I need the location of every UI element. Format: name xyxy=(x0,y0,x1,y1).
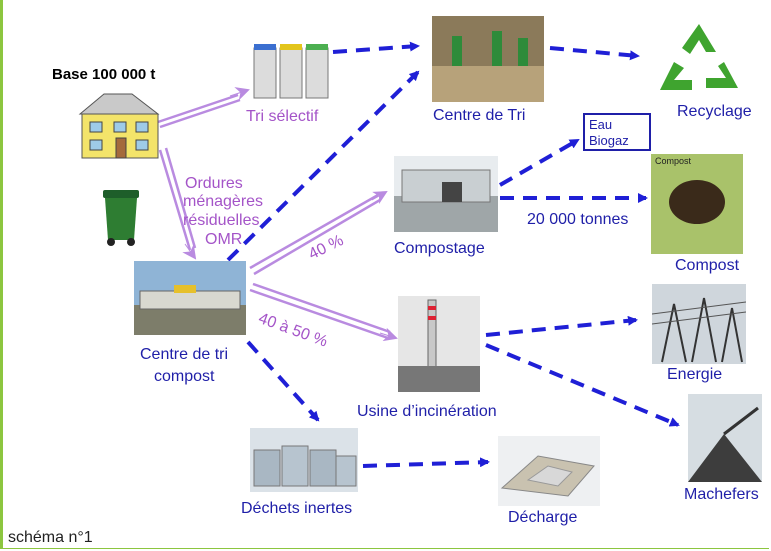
sorting-bins-icon xyxy=(253,44,329,99)
machefers-photo xyxy=(688,394,762,482)
centre-compost-label-2: compost xyxy=(154,368,215,385)
arrow-to-dechets-inertes xyxy=(246,340,320,422)
arrow-to-compostage xyxy=(249,193,379,270)
caption: schéma n°1 xyxy=(8,529,93,546)
dechets-inertes-label: Déchets inertes xyxy=(241,500,353,517)
centre-compost-label-1: Centre de tri xyxy=(140,346,229,363)
purple-arrows xyxy=(157,93,391,340)
centre-tri-label: Centre de Tri xyxy=(433,107,526,124)
omr-line-3: résiduelles xyxy=(183,212,260,229)
omr-label: Ordures xyxy=(185,174,243,193)
decharge-photo xyxy=(498,436,600,506)
eau-biogaz-box: Eau Biogaz xyxy=(583,113,651,151)
usine-photo xyxy=(398,296,480,392)
compost-photo: Compost xyxy=(651,154,743,254)
arrow-centre-tri-to-recyclage xyxy=(549,46,640,61)
machefers-label: Machefers xyxy=(684,486,759,503)
green-bin-icon xyxy=(103,190,139,246)
recyclage-label: Recyclage xyxy=(677,103,752,120)
decharge-label: Décharge xyxy=(508,509,578,526)
house-illustration xyxy=(78,93,160,159)
biogaz-label: Biogaz xyxy=(589,133,629,148)
energie-photo xyxy=(652,284,746,364)
compostage-label: Compostage xyxy=(394,240,485,257)
blue-dashed-arrows xyxy=(226,41,680,468)
centre-compost-photo xyxy=(134,261,246,335)
arrow-to-usine xyxy=(249,288,389,340)
arrow-to-machefers xyxy=(485,343,680,427)
compost-bag-label: Compost xyxy=(655,156,692,166)
centre-tri-photo xyxy=(432,16,544,102)
dechets-inertes-photo xyxy=(250,428,358,492)
omr-line-4: OMR xyxy=(205,231,243,248)
compostage-photo xyxy=(394,156,498,232)
tonnes-label: 20 000 tonnes xyxy=(527,211,629,228)
arrow-to-decharge xyxy=(362,457,490,468)
arrow-to-eau-biogaz xyxy=(499,138,580,187)
energie-label: Energie xyxy=(667,366,723,383)
tri-selectif-label: Tri sélectif xyxy=(246,108,319,125)
base-label: Base 100 000 t xyxy=(52,66,156,83)
omr-line-2: ménagères xyxy=(183,193,264,210)
arrow-to-energie xyxy=(485,315,638,337)
omr-line-1: Ordures xyxy=(185,175,243,192)
eau-label: Eau xyxy=(589,117,613,132)
arrow-house-to-centre-compost xyxy=(158,149,192,251)
usine-label: Usine d’incinération xyxy=(357,403,497,420)
arrow-tri-to-centre-tri xyxy=(332,41,420,54)
compost-label: Compost xyxy=(675,257,740,274)
recycling-icon xyxy=(660,24,738,90)
arrow-house-to-tri xyxy=(157,93,239,124)
